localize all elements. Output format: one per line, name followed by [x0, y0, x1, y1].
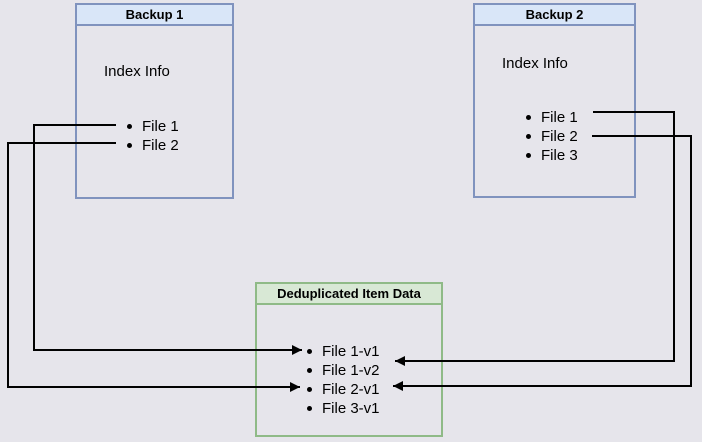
backup1-header: Backup 1 [77, 5, 232, 26]
list-item: File 3-v1 [307, 399, 380, 418]
backup1-node: Backup 1 Index Info File 1 File 2 [75, 3, 234, 199]
list-item: File 2 [127, 136, 179, 155]
backup1-file-list: File 1 File 2 [127, 117, 179, 155]
backup2-node: Backup 2 Index Info File 1 File 2 File 3 [473, 3, 636, 198]
backup2-header: Backup 2 [475, 5, 634, 26]
list-item: File 2-v1 [307, 380, 380, 399]
dedup-title: Deduplicated Item Data [277, 286, 421, 301]
backup1-title: Backup 1 [125, 7, 184, 22]
list-item: File 1-v1 [307, 342, 380, 361]
list-item: File 1 [127, 117, 179, 136]
backup2-file-list: File 1 File 2 File 3 [526, 108, 578, 165]
backup2-index-label: Index Info [502, 55, 568, 72]
list-item: File 3 [526, 146, 578, 165]
list-item: File 1-v2 [307, 361, 380, 380]
backup1-index-label: Index Info [104, 63, 170, 80]
dedup-node: Deduplicated Item Data File 1-v1 File 1-… [255, 282, 443, 437]
dedup-header: Deduplicated Item Data [257, 284, 441, 305]
backup2-title: Backup 2 [525, 7, 584, 22]
dedup-item-list: File 1-v1 File 1-v2 File 2-v1 File 3-v1 [307, 342, 380, 418]
list-item: File 1 [526, 108, 578, 127]
list-item: File 2 [526, 127, 578, 146]
